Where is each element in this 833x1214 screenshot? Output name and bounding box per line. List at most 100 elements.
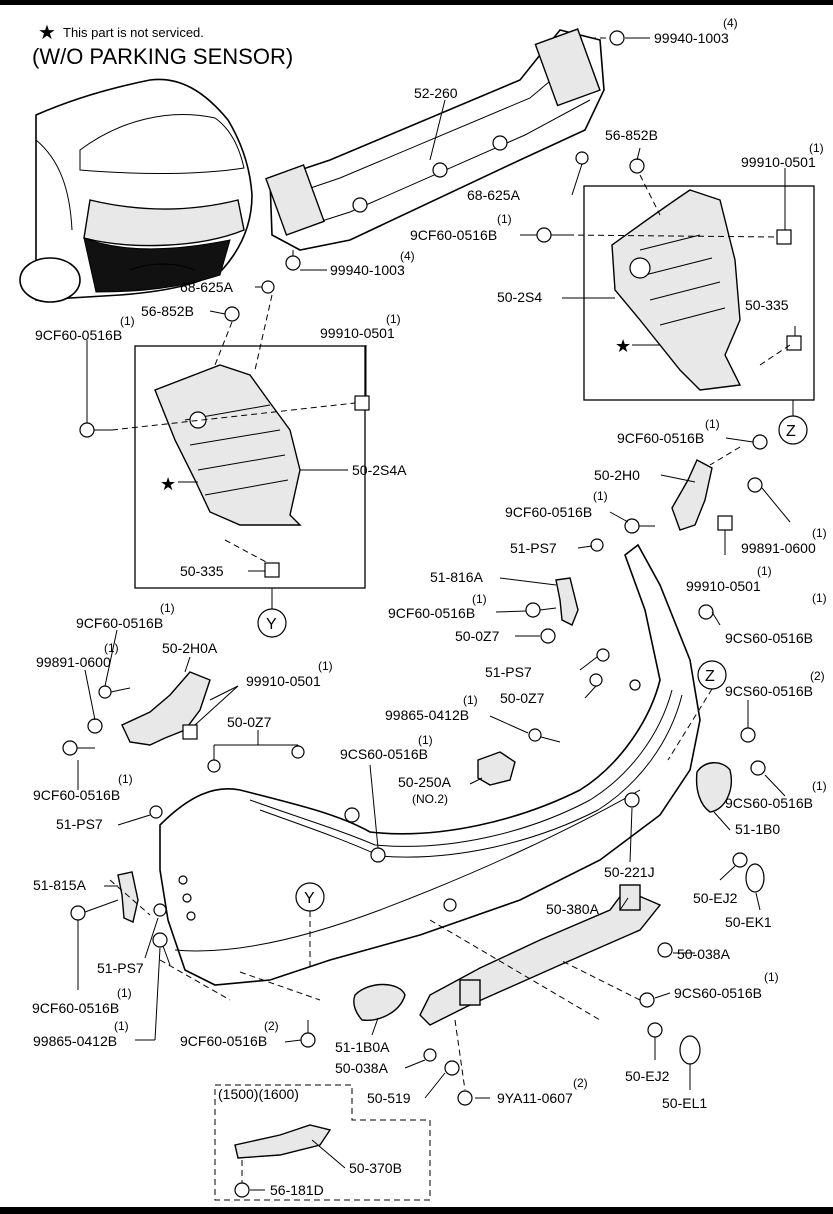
clip-51-PS7-b (596, 648, 610, 662)
bracket-50-2S4A (154, 364, 302, 526)
qty-9CS60-0516B-e: (1) (764, 970, 779, 984)
qty-9CF60-0516B-815a: (1) (117, 986, 132, 1000)
label-9CF60-0516B-2h0a-low: 9CF60-0516B (33, 787, 120, 803)
grommet-50-EJ2-right (732, 852, 748, 868)
label-99865-0412B-upper: 99865-0412B (385, 707, 469, 723)
label-51-1B0: 51-1B0 (735, 821, 780, 837)
callout-y-mid-label: Y (266, 616, 277, 633)
label-50-EJ2-left: 50-EJ2 (625, 1068, 670, 1084)
clip-56-852B-right (629, 158, 645, 174)
bolt-9CS60-0516B-b (740, 727, 756, 743)
retainer-50-038A-left (423, 1048, 437, 1062)
cap-50-EL1 (679, 1035, 701, 1065)
label-99910-0501-2h0: 99910-0501 (686, 578, 761, 594)
label-50-370B: 50-370B (349, 1160, 402, 1176)
qty-99940-1003-top: (4) (723, 16, 738, 30)
reflector-51-1B0 (695, 762, 732, 813)
label-9CF60-0516B-2h0: 9CF60-0516B (505, 504, 592, 520)
label-68-625A-right: 68-625A (467, 187, 521, 203)
label-99910-0501-left: 99910-0501 (320, 325, 395, 341)
label-9CF60-0516B-right: 9CF60-0516B (410, 227, 497, 243)
label-56-852B-right: 56-852B (605, 127, 658, 143)
label-99940-1003-top: 99940-1003 (654, 30, 729, 46)
label-51-PS7-a: 51-PS7 (510, 540, 557, 556)
label-99891-0600-right: 99891-0600 (741, 540, 816, 556)
label-9CS60-0516B-e: 9CS60-0516B (674, 985, 762, 1001)
clip-51-PS7-d (153, 903, 167, 917)
qty-99891-0600-right: (1) (812, 526, 827, 540)
callout-y-bumper-label: Y (304, 890, 315, 907)
side-bracket-50-2H0 (624, 434, 768, 534)
bottom-border (0, 1207, 833, 1214)
bolt-9CF60-0516B-left (79, 422, 112, 438)
callout-z-bumper-label: Z (705, 668, 715, 685)
label-9CS60-0516B-d: 9CS60-0516B (340, 746, 428, 762)
nut-68-625A-right (575, 151, 589, 165)
label-99910-0501-2h0a: 99910-0501 (246, 673, 321, 689)
label-51-PS7-d: 51-PS7 (97, 960, 144, 976)
cap-50-EK1 (745, 863, 765, 893)
qty-9CS60-0516B-d: (1) (418, 733, 433, 747)
label-56-852B-left: 56-852B (141, 303, 194, 319)
label-50-519: 50-519 (367, 1090, 411, 1106)
label-51-PS7-c: 51-PS7 (56, 816, 103, 832)
trim-50-370B (234, 1124, 332, 1159)
variant-codes: (1500)(1600) (218, 1086, 299, 1102)
qty-9CF60-0516B-2h0a: (1) (160, 601, 175, 615)
bolt-9CS60-0516B-d (370, 847, 386, 863)
retainer-50-038A-right (657, 942, 673, 958)
clip-51-PS7-a (590, 538, 604, 552)
label-56-181D: 56-181D (270, 1182, 324, 1198)
label-50-0Z7-a: 50-0Z7 (455, 628, 500, 644)
bracket-51-815A (70, 871, 139, 923)
label-50-380A: 50-380A (546, 901, 600, 917)
label-9CF60-0516B-815a: 9CF60-0516B (32, 1000, 119, 1016)
nut-99940-1003-top (609, 30, 625, 46)
qty-99910-0501-2h0a: (1) (318, 659, 333, 673)
label-9CS60-0516B-b: 9CS60-0516B (725, 683, 813, 699)
qty-9CF60-0516B-2h0a-low: (1) (118, 772, 133, 786)
bumper-reinforcement (265, 28, 605, 251)
label-52-260: 52-260 (414, 85, 458, 101)
label-9CF60-0516B-2h0a: 9CF60-0516B (76, 615, 163, 631)
qty-9YA11-0607: (2) (573, 1076, 588, 1090)
label-51-816A: 51-816A (430, 569, 484, 585)
qty-9CF60-0516B-816a: (1) (472, 592, 487, 606)
qty-9CF60-0516B-left: (1) (120, 314, 135, 328)
qty-9CF60-0516B-2h0: (1) (593, 489, 608, 503)
qty-9CS60-0516B-b: (2) (810, 669, 825, 683)
label-99865-0412B-lower: 99865-0412B (33, 1033, 117, 1049)
label-50-EJ2-right: 50-EJ2 (693, 890, 738, 906)
screw-9YA11-0607 (457, 1090, 473, 1106)
qty-99865-0412B-upper: (1) (463, 693, 478, 707)
label-9CF60-0516B-2h0-top: 9CF60-0516B (617, 430, 704, 446)
label-50-038A-right: 50-038A (677, 946, 731, 962)
nut-50-0Z7-b (589, 673, 603, 687)
label-50-335-left: 50-335 (180, 563, 224, 579)
clip-50-335-left (264, 562, 280, 578)
variant-box (214, 1084, 431, 1201)
bracket-50-250A (477, 751, 516, 786)
header-title: (W/O PARKING SENSOR) (32, 44, 293, 69)
label-50-250A: 50-250A (398, 774, 452, 790)
vehicle-rear-view (19, 78, 253, 303)
label-50-038A-left: 50-038A (335, 1060, 389, 1076)
top-border (0, 0, 833, 5)
clip-50-519 (444, 1060, 460, 1076)
bolt-9CS60-0516B-c (750, 760, 766, 776)
star-icon: ★ (160, 474, 176, 494)
bolt-9CF60-0516B-right (536, 227, 568, 243)
clip-51-PS7-c (149, 805, 163, 819)
label-99910-0501-right: 99910-0501 (741, 154, 816, 170)
bracket-50-380A (419, 884, 662, 1026)
bracket-50-2S4 (611, 189, 742, 391)
qty-9CF60-0516B-2h0-top: (1) (705, 417, 720, 431)
label-50-335-right: 50-335 (745, 297, 789, 313)
label-99891-0600-left: 99891-0600 (36, 654, 111, 670)
label-50-0Z7-c: 50-0Z7 (227, 714, 272, 730)
reflector-51-1B0A (353, 983, 406, 1021)
clip-99910-0501-left (354, 395, 370, 411)
label-9CF60-0516B-816a: 9CF60-0516B (388, 605, 475, 621)
bracket-right-box (583, 185, 815, 401)
bracket-51-816A (525, 577, 579, 626)
